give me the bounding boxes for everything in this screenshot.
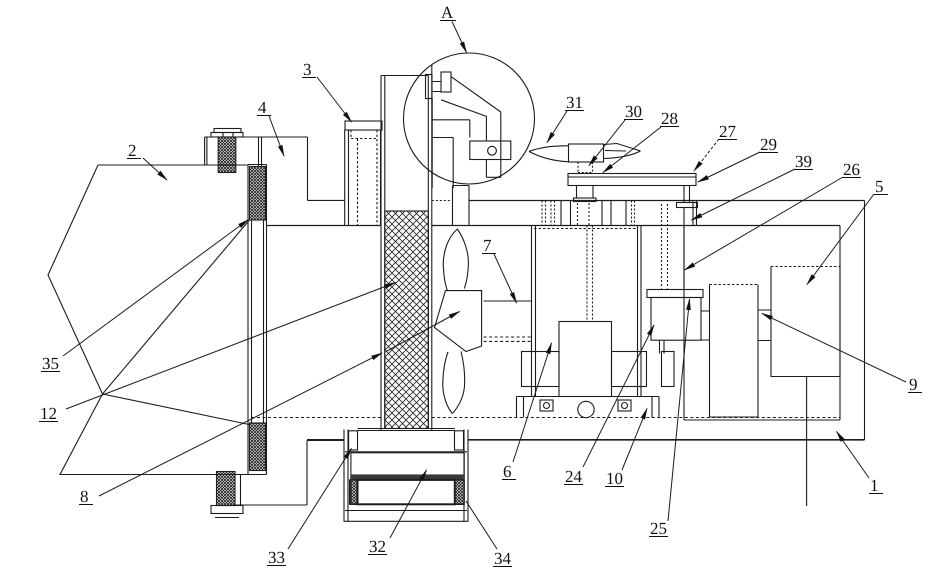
svg-text:10: 10 [606,469,623,488]
svg-text:12: 12 [40,404,57,423]
svg-text:6: 6 [503,462,512,481]
svg-text:7: 7 [483,236,492,255]
svg-text:9: 9 [909,375,918,394]
svg-text:1: 1 [870,476,879,495]
svg-text:27: 27 [719,122,737,141]
svg-text:26: 26 [843,160,860,179]
svg-text:29: 29 [760,135,777,154]
svg-text:33: 33 [268,548,285,567]
svg-text:4: 4 [258,98,267,117]
svg-text:32: 32 [369,537,386,556]
svg-text:34: 34 [494,549,512,568]
svg-text:3: 3 [303,60,312,79]
svg-text:35: 35 [42,354,59,373]
svg-text:30: 30 [625,102,642,121]
svg-text:28: 28 [661,109,678,128]
svg-text:31: 31 [566,93,583,112]
svg-text:5: 5 [875,177,884,196]
svg-text:A: A [441,3,454,22]
svg-text:24: 24 [565,467,583,486]
svg-text:25: 25 [650,519,667,538]
svg-text:39: 39 [795,152,812,171]
svg-text:8: 8 [80,487,89,506]
svg-text:2: 2 [128,141,137,160]
